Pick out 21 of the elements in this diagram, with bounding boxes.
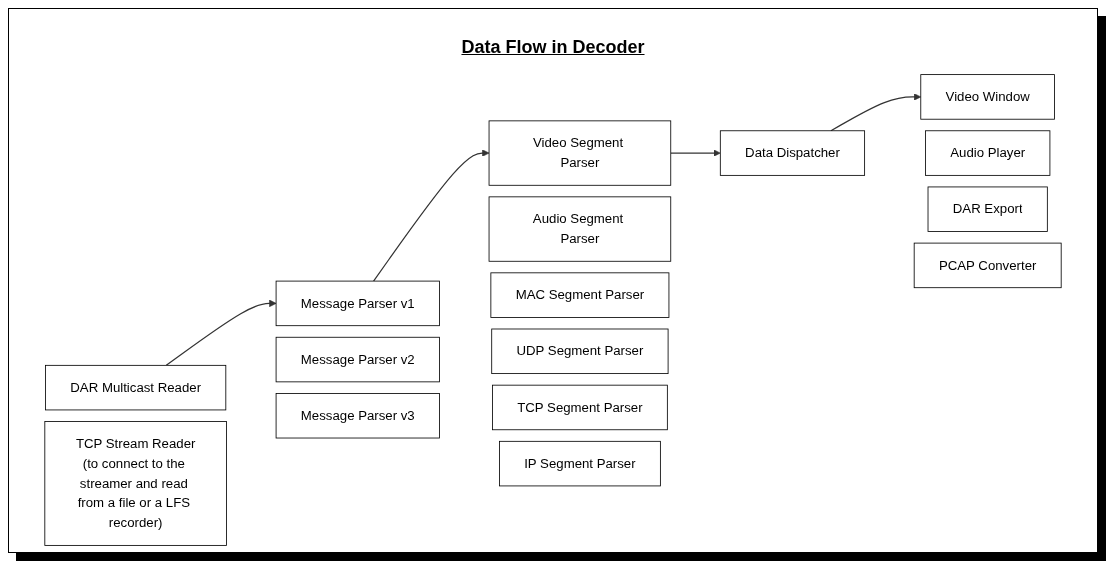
node-box bbox=[44, 421, 227, 546]
arrow bbox=[372, 149, 490, 282]
node-box bbox=[499, 440, 661, 487]
node-box bbox=[913, 242, 1062, 289]
title: Data Flow in Decoder bbox=[461, 37, 645, 58]
node-box bbox=[719, 130, 866, 176]
arrow bbox=[830, 93, 922, 132]
node-box bbox=[491, 328, 669, 374]
node-box bbox=[488, 196, 672, 262]
node-box bbox=[275, 280, 440, 327]
arrow bbox=[165, 299, 277, 366]
node-box bbox=[275, 336, 440, 383]
node-box bbox=[275, 393, 440, 439]
node-box bbox=[925, 130, 1051, 176]
node-box bbox=[492, 384, 668, 431]
node-box bbox=[490, 272, 670, 318]
node-box bbox=[488, 120, 672, 186]
arrow bbox=[670, 149, 721, 157]
node-box bbox=[920, 74, 1055, 120]
node-box bbox=[927, 186, 1048, 232]
node-box bbox=[45, 364, 227, 411]
